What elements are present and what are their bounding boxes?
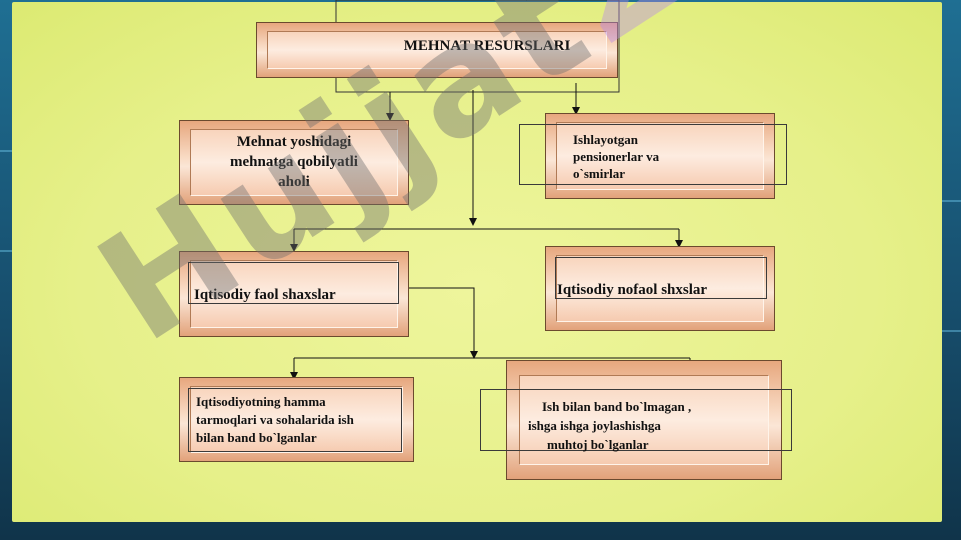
unemployed-line-3: muhtoj bo`lganlar [547, 437, 649, 452]
pensioners-line-2: pensionerlar va [573, 149, 660, 164]
unemployed-frame [480, 389, 792, 451]
pensioners-label: Ishlayotgan pensionerlar va o`smirlar [573, 131, 773, 182]
active-frame [188, 262, 399, 304]
working-age-line-3: aholi [278, 174, 310, 190]
background-line [942, 330, 961, 332]
employed-box [179, 377, 414, 462]
pensioners-line-3: o`smirlar [573, 166, 625, 181]
employed-line-3: bilan band bo`lganlar [196, 430, 317, 445]
unemployed-line-2: ishga ishga joylashishga [528, 418, 661, 433]
working-age-line-2: mehnatga qobilyatli [230, 154, 358, 170]
employed-frame [188, 388, 402, 452]
background-line [0, 150, 14, 152]
active-label: Iqtisodiy faol shaxslar [194, 287, 336, 303]
inactive-frame [555, 257, 767, 299]
inactive-box [545, 246, 775, 331]
unemployed-line-1: Ish bilan band bo`lmagan , [542, 399, 692, 414]
working-age-line-1: Mehnat yoshidagi [236, 134, 352, 150]
slide-canvas [12, 2, 942, 522]
title-box [256, 22, 618, 78]
employed-label: Iqtisodiyotning hamma tarmoqlari va soha… [196, 393, 406, 447]
background-line [942, 200, 961, 202]
working-age-box [179, 120, 409, 205]
employed-line-2: tarmoqlari va sohalarida ish [196, 412, 354, 427]
active-box [179, 251, 409, 337]
working-age-label: Mehnat yoshidagi mehnatga qobilyatli aho… [190, 132, 398, 192]
inactive-label: Iqtisodiy nofaol shxslar [557, 282, 708, 298]
pensioners-line-1: Ishlayotgan [573, 132, 639, 147]
unemployed-label: Ish bilan band bo`lmagan , ishga ishga j… [528, 397, 778, 454]
diagram-title: MEHNAT RESURSLARI [403, 38, 571, 54]
pensioners-frame [519, 124, 787, 185]
employed-line-1: Iqtisodiyotning hamma [196, 394, 326, 409]
background-line [0, 250, 14, 252]
